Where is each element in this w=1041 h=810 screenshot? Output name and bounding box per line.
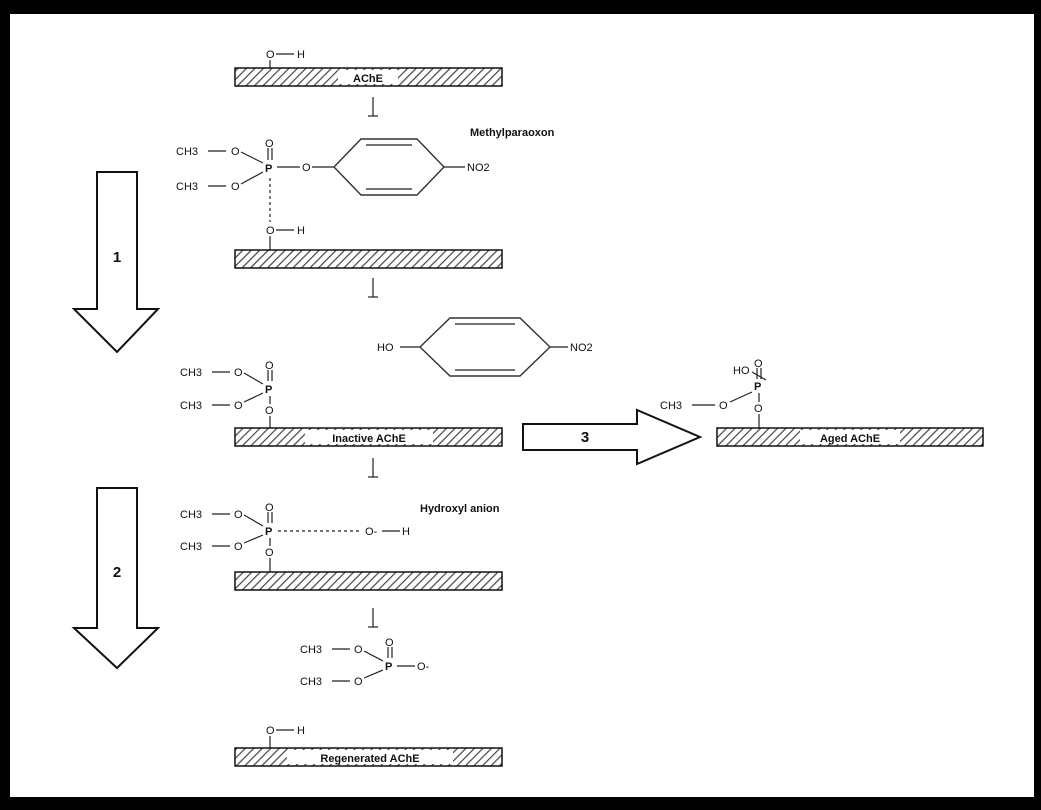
svg-text:3: 3 xyxy=(581,429,589,446)
svg-text:P: P xyxy=(265,163,272,175)
svg-text:CH3: CH3 xyxy=(180,400,202,412)
reaction-arrow-3 xyxy=(368,458,378,478)
svg-text:H: H xyxy=(297,725,305,737)
enzyme-bar-aged: Aged AChE xyxy=(716,427,984,447)
svg-text:AChE: AChE xyxy=(353,73,383,85)
svg-text:O: O xyxy=(266,49,275,61)
svg-text:CH3: CH3 xyxy=(300,644,322,656)
svg-text:H: H xyxy=(297,49,305,61)
svg-text:CH3: CH3 xyxy=(180,367,202,379)
svg-text:Inactive AChE: Inactive AChE xyxy=(332,433,406,445)
svg-text:O: O xyxy=(302,162,311,174)
svg-text:O: O xyxy=(385,637,394,649)
svg-text:P: P xyxy=(265,384,272,396)
svg-text:CH3: CH3 xyxy=(180,509,202,521)
enzyme-bar-complex xyxy=(234,249,503,269)
svg-text:O: O xyxy=(234,400,243,412)
svg-text:CH3: CH3 xyxy=(176,181,198,193)
nitrophenol-structure: HO NO2 xyxy=(377,317,593,377)
svg-text:NO2: NO2 xyxy=(570,342,593,354)
svg-text:O: O xyxy=(231,146,240,158)
complex-hydroxyl: O H xyxy=(266,225,305,250)
svg-text:NO2: NO2 xyxy=(467,162,490,174)
reaction-arrow-2 xyxy=(368,278,378,298)
reaction-arrow-1 xyxy=(368,97,378,117)
dimethylphosphate-structure: CH3 O CH3 O P O O- xyxy=(300,637,430,688)
svg-text:O: O xyxy=(265,502,274,514)
svg-text:CH3: CH3 xyxy=(176,146,198,158)
svg-text:CH3: CH3 xyxy=(660,400,682,412)
free-ache-hydroxyl: O H xyxy=(266,49,305,68)
hydrolysis-complex: CH3 O CH3 O P O O- H O xyxy=(180,502,410,572)
svg-text:O: O xyxy=(754,403,763,415)
svg-text:O-: O- xyxy=(365,526,378,538)
svg-text:2: 2 xyxy=(113,564,121,581)
svg-text:CH3: CH3 xyxy=(300,676,322,688)
phosphorylated-group-inactive: CH3 O CH3 O P O O xyxy=(180,360,274,428)
svg-text:O: O xyxy=(231,181,240,193)
svg-text:H: H xyxy=(297,225,305,237)
enzyme-bar-inactive: Inactive AChE xyxy=(234,427,503,447)
step-1-arrow: 1 xyxy=(71,171,161,354)
enzyme-bar-hydrolysis xyxy=(234,571,503,591)
svg-text:O: O xyxy=(354,676,363,688)
aged-phosphoryl-group: HO CH3 O P O O xyxy=(660,358,767,428)
svg-text:CH3: CH3 xyxy=(180,541,202,553)
svg-text:O-: O- xyxy=(417,661,430,673)
svg-text:O: O xyxy=(265,405,274,417)
step-3-arrow: 3 xyxy=(522,408,703,466)
diagram-panel xyxy=(10,14,1034,797)
step-2-arrow: 2 xyxy=(71,487,161,670)
svg-text:O: O xyxy=(754,358,763,370)
svg-text:O: O xyxy=(234,541,243,553)
svg-text:P: P xyxy=(265,526,272,538)
methylparaoxon-label: Methylparaoxon xyxy=(470,127,555,139)
svg-text:O: O xyxy=(234,509,243,521)
svg-text:Regenerated AChE: Regenerated AChE xyxy=(320,753,419,765)
svg-text:O: O xyxy=(234,367,243,379)
regenerated-ache-hydroxyl: O H xyxy=(266,725,305,748)
svg-text:Aged AChE: Aged AChE xyxy=(820,433,880,445)
svg-text:O: O xyxy=(266,725,275,737)
svg-text:O: O xyxy=(354,644,363,656)
svg-text:HO: HO xyxy=(733,365,750,377)
svg-text:O: O xyxy=(266,225,275,237)
svg-text:P: P xyxy=(754,381,761,393)
enzyme-bar-regenerated: Regenerated AChE xyxy=(234,747,503,767)
svg-text:HO: HO xyxy=(377,342,394,354)
svg-text:H: H xyxy=(402,526,410,538)
methylparaoxon-structure: CH3 O CH3 O P O O NO2 xyxy=(176,138,490,222)
enzyme-bar-ache: AChE xyxy=(234,67,503,87)
svg-text:O: O xyxy=(265,138,274,150)
svg-text:O: O xyxy=(719,400,728,412)
svg-text:O: O xyxy=(265,547,274,559)
svg-text:O: O xyxy=(265,360,274,372)
reaction-arrow-4 xyxy=(368,608,378,628)
hydroxyl-anion-label: Hydroxyl anion xyxy=(420,503,500,515)
svg-text:1: 1 xyxy=(113,249,121,266)
svg-text:P: P xyxy=(385,661,392,673)
